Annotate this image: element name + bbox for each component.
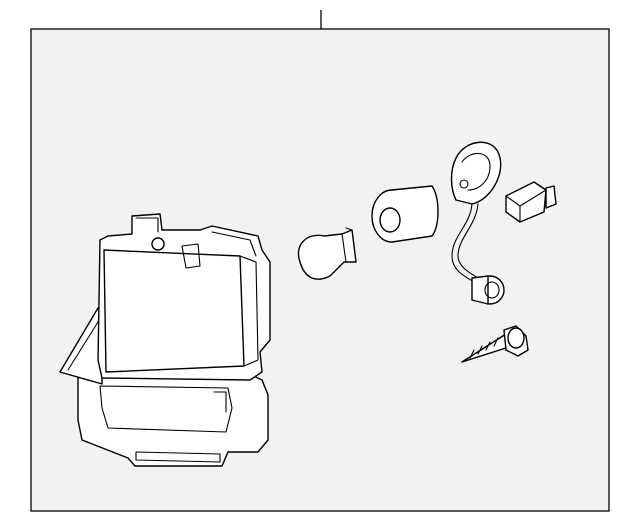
wiring-harness: [450, 141, 505, 305]
bulb-socket: [371, 185, 439, 243]
bulb: [297, 227, 357, 280]
mounting-screw: [461, 325, 529, 363]
harness-connector: [505, 181, 557, 223]
fog-lamp-housing: [59, 213, 271, 467]
